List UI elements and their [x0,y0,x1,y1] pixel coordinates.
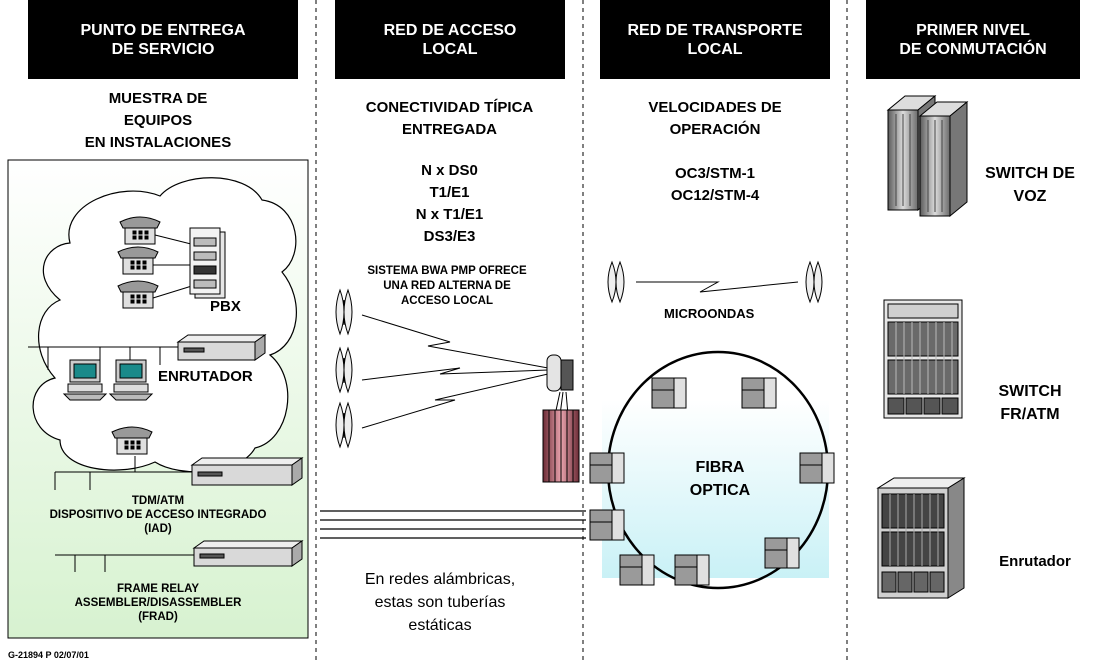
antenna-icon [335,401,353,449]
router-device-icon [176,334,267,361]
header-local-transport-network: RED DE TRANSPORTE LOCAL [600,0,830,79]
frad-bus [55,554,200,572]
adm-node-icon [651,377,687,409]
operation-rates: OC3/STM-1 OC12/STM-4 [670,165,760,204]
frad-device-icon [192,540,304,567]
antenna-icon [335,346,353,394]
fr-atm-switch-icon [883,299,963,419]
iad-label: TDM/ATM DISPOSITIVO DE ACCESO INTEGRADO … [49,495,267,535]
header-first-switching-level: PRIMER NIVEL DE CONMUTACIÓN [866,0,1080,79]
premises-equipment-title: MUESTRA DE EQUIPOS EN INSTALACIONES [84,90,232,151]
microwave-label: MICROONDAS [664,306,755,321]
computer-icon [108,359,154,401]
header-service-delivery-point: PUNTO DE ENTREGA DE SERVICIO [28,0,298,79]
base-station-antenna-icon [546,354,574,416]
adm-node-icon [589,509,625,541]
column-separators [315,0,848,660]
adm-node-icon [589,452,625,484]
base-station-cabinet-icon [542,409,580,483]
voice-switch-icon [886,94,969,218]
iad-device-icon [190,457,304,486]
phone-icon [117,280,159,309]
pbx-label: PBX [210,298,241,315]
phone-icon [117,246,159,275]
operation-speeds-title: VELOCIDADES DE OPERACIÓN [648,99,782,138]
adm-node-icon [764,537,800,569]
microwave-antenna-icon [805,260,823,304]
adm-node-icon [741,377,777,409]
router-rack-label: Enrutador [999,553,1071,570]
connectivity-title: CONECTIVIDAD TÍPICA ENTREGADA [365,99,534,138]
wired-lines [320,510,586,539]
adm-node-icon [674,554,710,586]
phone-icon [119,216,161,245]
footer-code: G-21894 P 02/07/01 [8,650,89,660]
fiber-label: FIBRA OPTICA [689,459,751,499]
adm-node-icon [619,554,655,586]
computer-icon [62,359,108,401]
fr-atm-switch-label: SWITCH FR/ATM [998,383,1062,423]
antenna-icon [335,288,353,336]
premises-cloud [32,177,297,473]
phone-icon [111,426,153,455]
microwave-antenna-icon [607,260,625,304]
microwave-link [636,281,799,293]
voice-switch-label: SWITCH DE VOZ [985,165,1075,205]
connectivity-rates: N x DS0 T1/E1 N x T1/E1 DS3/E3 [415,162,484,245]
pbx-cabinet-icon [189,227,226,299]
wireless-links [361,314,549,429]
core-router-icon [876,477,966,599]
frad-label: FRAME RELAY ASSEMBLER/DISASSEMBLER (FRAD… [74,583,242,623]
bwa-note: SISTEMA BWA PMP OFRECE UNA RED ALTERNA D… [367,265,527,307]
adm-node-icon [799,452,835,484]
header-local-access-network: RED DE ACCESO LOCAL [335,0,565,79]
wired-note: En redes alámbricas, estas son tuberías … [364,571,516,634]
router-label: ENRUTADOR [158,368,253,385]
